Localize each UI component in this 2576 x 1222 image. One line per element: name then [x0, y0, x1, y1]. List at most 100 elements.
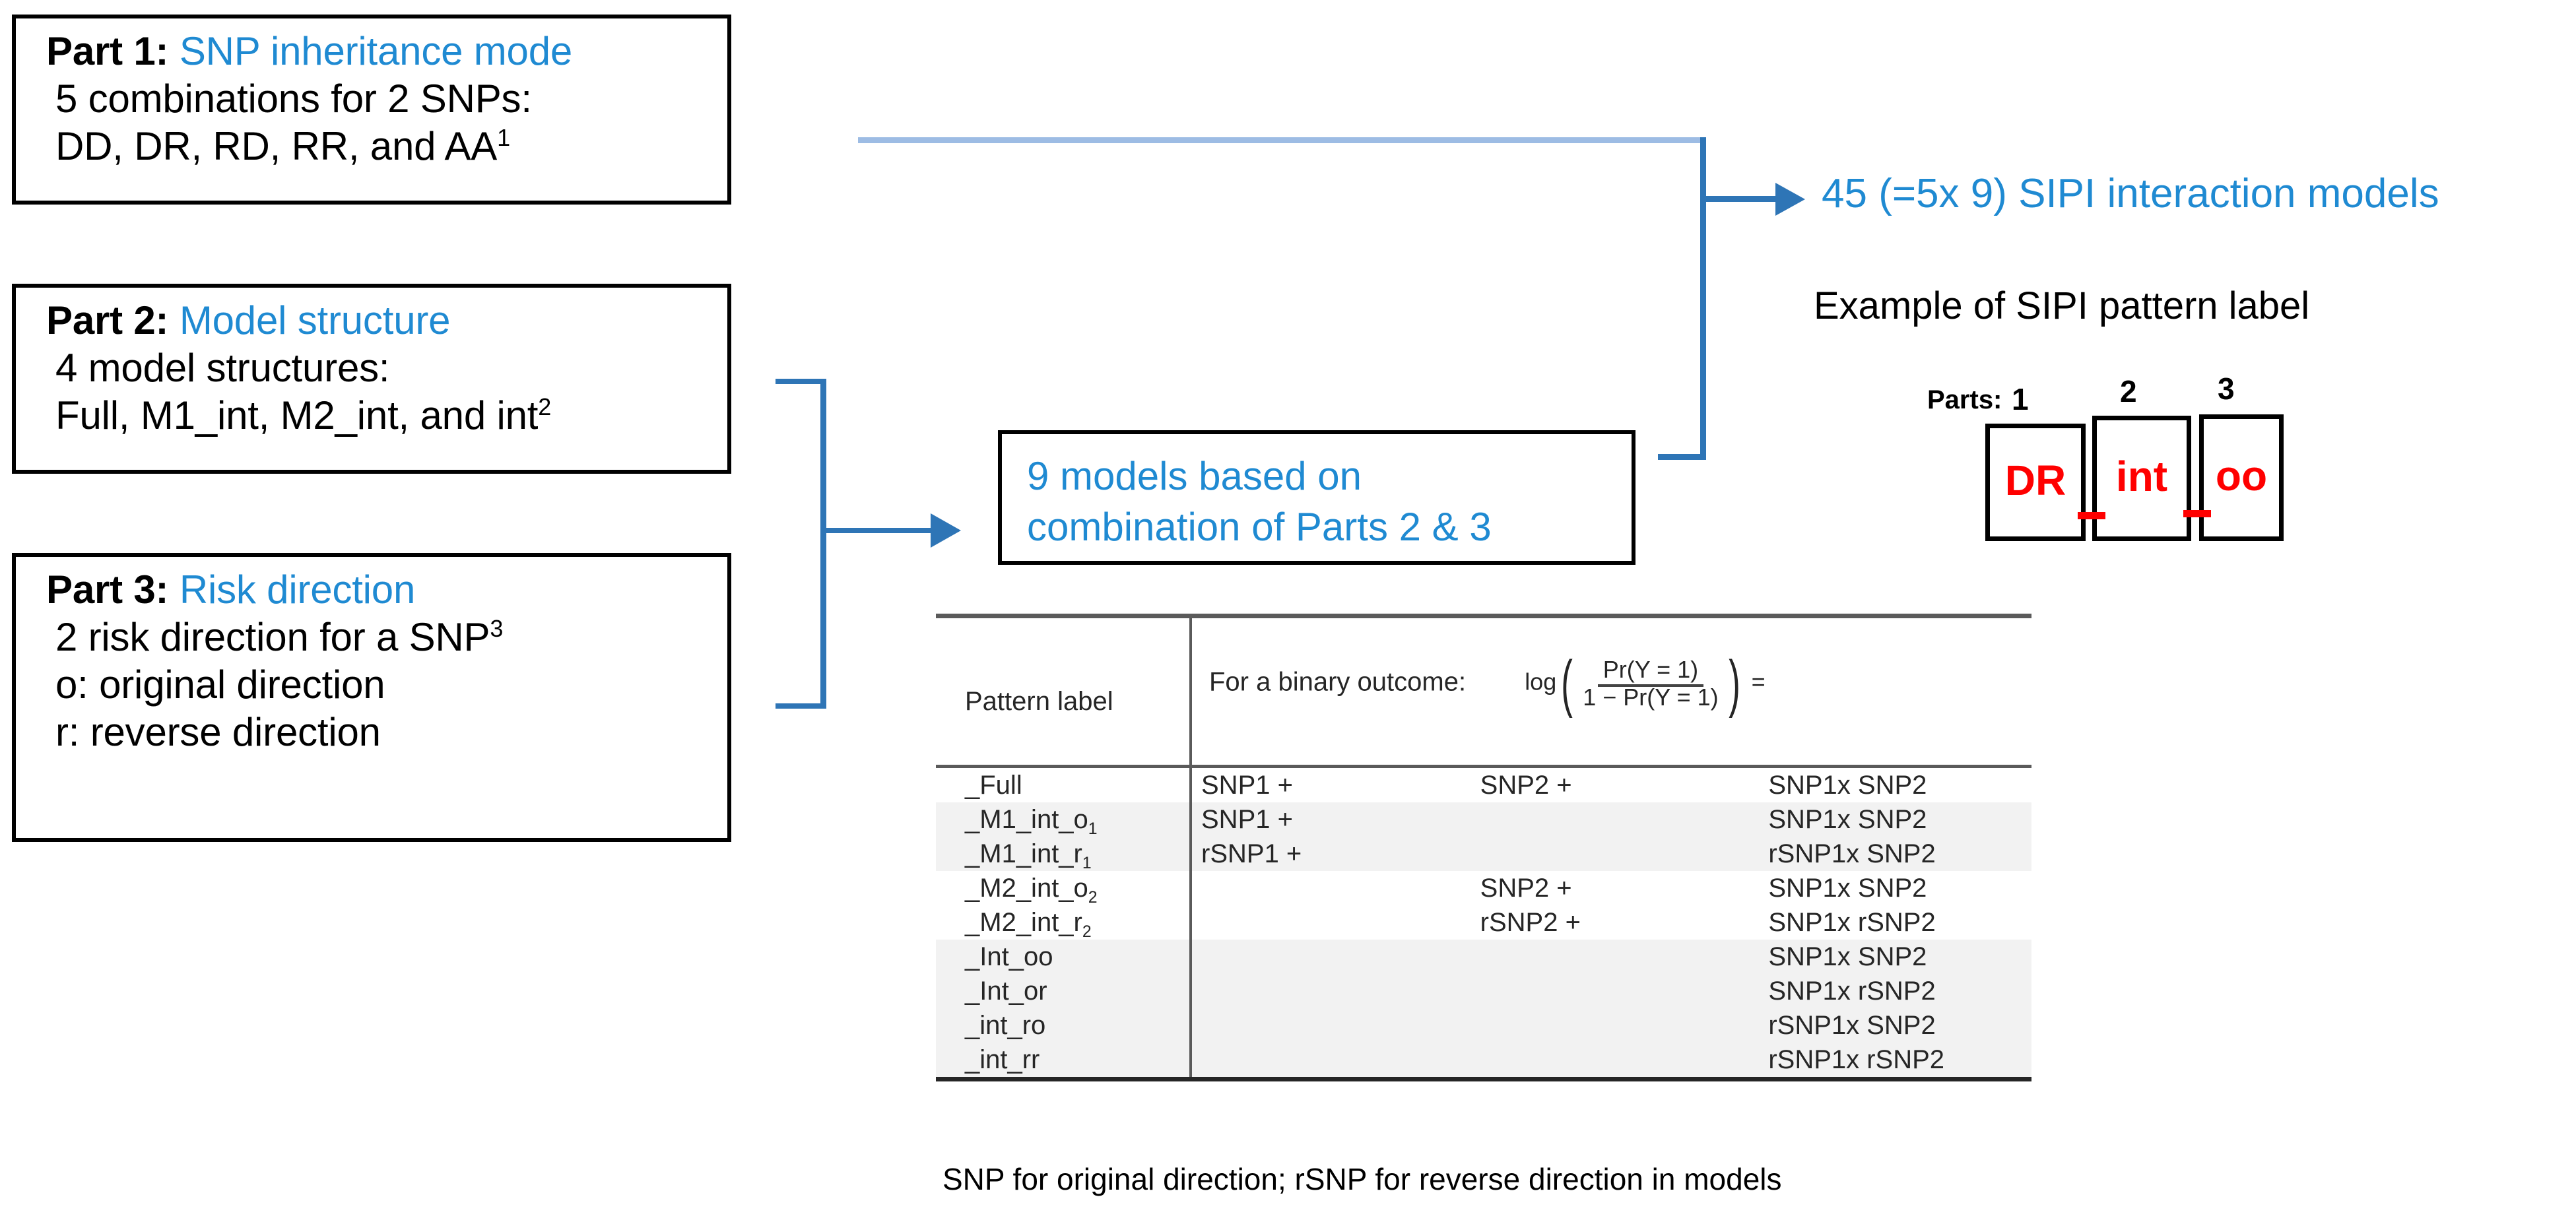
row-term-snp1: rSNP1 +	[1201, 839, 1302, 868]
table-footnote: SNP for original direction; rSNP for rev…	[942, 1162, 1782, 1196]
header-logit-formula: log( Pr(Y = 1)1 − Pr(Y = 1)) =	[1525, 648, 1766, 719]
row-term-snp1	[1191, 940, 1471, 974]
row-term-interaction: SNP1x SNP2	[1768, 942, 1927, 971]
header-pattern-label: Pattern label	[936, 614, 1192, 767]
part1-heading-label: Part 1:	[46, 29, 169, 73]
right-bracket-bottom-stub	[1658, 454, 1706, 460]
part3-line-3: r: reverse direction	[55, 710, 381, 754]
row-term-snp2	[1471, 940, 1752, 974]
row-label-subscript: 2	[1088, 888, 1098, 907]
nine-models-line-2: combination of Parts 2 & 3	[1027, 504, 1492, 549]
nine-models-line-1: 9 models based on	[1027, 454, 1362, 498]
row-term-interaction: rSNP1x SNP2	[1768, 839, 1936, 868]
row-term-snp2	[1471, 1008, 1752, 1043]
top-connector-line	[858, 137, 1705, 143]
sipi-part-number-1: 1	[2012, 382, 2029, 416]
row-term-snp2: SNP2 +	[1470, 765, 1752, 802]
sipi-separator-2-icon	[2183, 510, 2211, 517]
row-term-snp1	[1191, 1008, 1471, 1043]
part3-line-1: 2 risk direction for a SNP3	[46, 614, 727, 661]
formula-denominator: 1 − Pr(Y = 1)	[1583, 684, 1719, 711]
row-term-snp2: SNP2 +	[1480, 873, 1572, 903]
part3-heading-topic: Risk direction	[179, 567, 416, 612]
part3-heading-label: Part 3:	[46, 567, 169, 612]
row-term-interaction: SNP1x rSNP2	[1768, 976, 1936, 1006]
table-row: _int_ro rSNP1x SNP2	[936, 1008, 2031, 1043]
row-term-snp1	[1191, 1043, 1471, 1081]
right-bracket-arrow-shaft	[1703, 196, 1779, 202]
part2-line-2: Full, M1_int, M2_int, and int2	[46, 392, 727, 439]
table-row: _Int_oo SNP1x SNP2	[936, 940, 2031, 974]
row-label-subscript: 1	[1082, 854, 1092, 872]
part2-heading-topic: Model structure	[179, 298, 451, 342]
part3-line-2: o: original direction	[55, 662, 385, 707]
part2-heading-label: Part 2:	[46, 298, 169, 342]
row-term-snp1: SNP1 +	[1191, 765, 1471, 802]
row-term-interaction: SNP1x SNP2	[1768, 804, 1927, 834]
formula-close-paren: )	[1728, 648, 1740, 719]
sipi-part-number-3: 3	[2218, 371, 2235, 406]
left-bracket-bottom-stub	[776, 703, 826, 709]
row-term-snp1	[1191, 974, 1471, 1008]
part1-line-2-text: DD, DR, RD, RR, and AA	[55, 124, 498, 168]
part3-box: Part 3: Risk direction 2 risk direction …	[12, 553, 731, 842]
row-label-subscript: 2	[1082, 922, 1092, 941]
formula-numerator: Pr(Y = 1)	[1597, 656, 1704, 687]
part3-heading: Part 3: Risk direction	[46, 566, 727, 614]
formula-open-paren: (	[1561, 648, 1573, 719]
sipi-cell-2: int	[2092, 416, 2191, 541]
row-term-snp1	[1191, 905, 1471, 940]
part2-line-2-text: Full, M1_int, M2_int, and int	[55, 393, 539, 437]
left-bracket-vertical	[820, 379, 826, 709]
row-term-interaction: SNP1x SNP2	[1751, 765, 2031, 802]
left-arrow-head-icon	[931, 513, 961, 548]
row-pattern-label: _int_ro	[936, 1008, 1192, 1043]
row-term-snp2	[1471, 802, 1752, 837]
row-term-snp2	[1471, 837, 1752, 871]
formula-log: log	[1525, 668, 1557, 695]
row-pattern-label: _Full	[936, 765, 1192, 802]
row-label-subscript: 1	[1088, 820, 1098, 838]
table-header-row: Pattern label For a binary outcome: log(…	[936, 614, 2031, 767]
example-caption: Example of SIPI pattern label	[1814, 284, 2310, 327]
sipi-cell-1: DR	[1985, 424, 2086, 541]
sipi-cell-3: oo	[2199, 414, 2284, 541]
row-pattern-label: _M1_int_o1	[936, 802, 1192, 838]
row-term-snp2: rSNP2 +	[1480, 907, 1581, 937]
nine-models-box: 9 models based on combination of Parts 2…	[998, 430, 1635, 565]
row-term-snp2	[1471, 974, 1752, 1008]
row-term-snp2	[1470, 1043, 1752, 1081]
part3-line-1-text: 2 risk direction for a SNP	[55, 615, 490, 659]
row-pattern-label: _Int_oo	[936, 940, 1192, 974]
formula-equals: =	[1751, 668, 1766, 695]
part1-heading-topic: SNP inheritance mode	[179, 29, 573, 73]
row-pattern-label: _int_rr	[936, 1043, 1192, 1081]
row-pattern-label: _M2_int_r2	[936, 905, 1192, 941]
sipi-part-number-2: 2	[2120, 374, 2137, 408]
part1-superscript: 1	[497, 124, 510, 151]
right-arrow-head-icon	[1775, 183, 1805, 216]
row-term-snp1	[1191, 871, 1471, 905]
table-row: _Int_or SNP1x rSNP2	[936, 974, 2031, 1008]
pattern-label-table: Pattern label For a binary outcome: log(…	[936, 614, 2031, 1081]
row-term-interaction: SNP1x rSNP2	[1768, 907, 1936, 937]
part2-heading: Part 2: Model structure	[46, 297, 727, 344]
row-term-interaction: rSNP1x SNP2	[1768, 1010, 1936, 1040]
part1-line-1: 5 combinations for 2 SNPs:	[55, 77, 532, 121]
sipi-pattern-label-widget: Parts: 1 2 3 DR int oo	[1927, 371, 2350, 561]
row-pattern-label: _Int_or	[936, 974, 1192, 1008]
part2-box: Part 2: Model structure 4 model structur…	[12, 284, 731, 474]
row-pattern-label: _M2_int_o2	[936, 871, 1192, 907]
sipi-parts-word: Parts:	[1927, 385, 2002, 414]
header-binary-cell: For a binary outcome: log( Pr(Y = 1)1 − P…	[1191, 614, 2031, 767]
part1-box: Part 1: SNP inheritance mode 5 combinati…	[12, 15, 731, 205]
right-bracket-vertical	[1700, 137, 1706, 459]
header-binary-text: For a binary outcome:	[1209, 667, 1467, 697]
part1-heading: Part 1: SNP inheritance mode	[46, 28, 727, 75]
row-term-interaction: rSNP1x rSNP2	[1751, 1043, 2031, 1081]
result-models-text: 45 (=5x 9) SIPI interaction models	[1822, 171, 2439, 216]
